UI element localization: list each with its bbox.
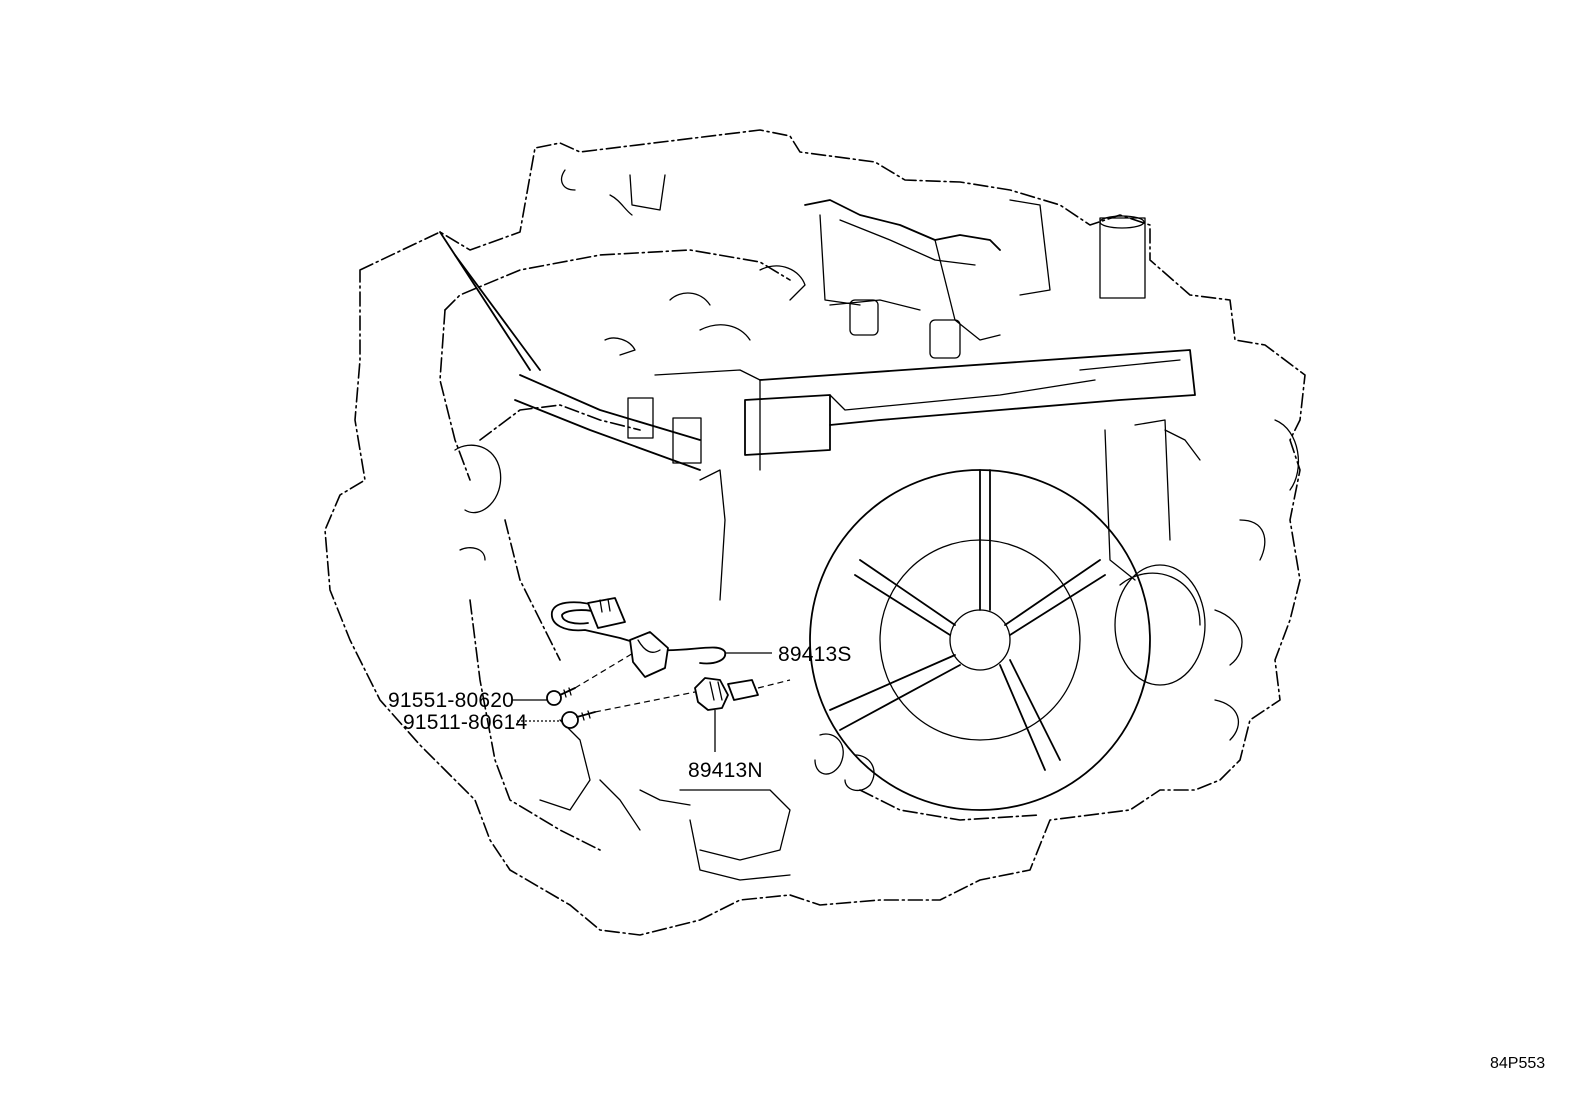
assembly-line-sensor-n — [757, 679, 791, 689]
label-89413n: 89413N — [688, 759, 763, 782]
bolt-91511-80614 — [561, 710, 596, 729]
speed-sensor-89413s — [551, 597, 727, 678]
speed-sensor-89413n — [694, 677, 759, 711]
label-91511-80614: 91511-80614 — [403, 711, 528, 734]
label-89413s: 89413S — [778, 643, 852, 666]
assembly-line-bolt-2 — [594, 691, 696, 713]
assembly-line-bolt-1 — [574, 651, 636, 689]
reference-code: 84P553 — [1490, 1055, 1545, 1072]
label-91551-80620: 91551-80620 — [388, 689, 514, 712]
transaxle-housing-outline — [324, 129, 1306, 936]
bolt-91551-80620 — [546, 687, 576, 706]
